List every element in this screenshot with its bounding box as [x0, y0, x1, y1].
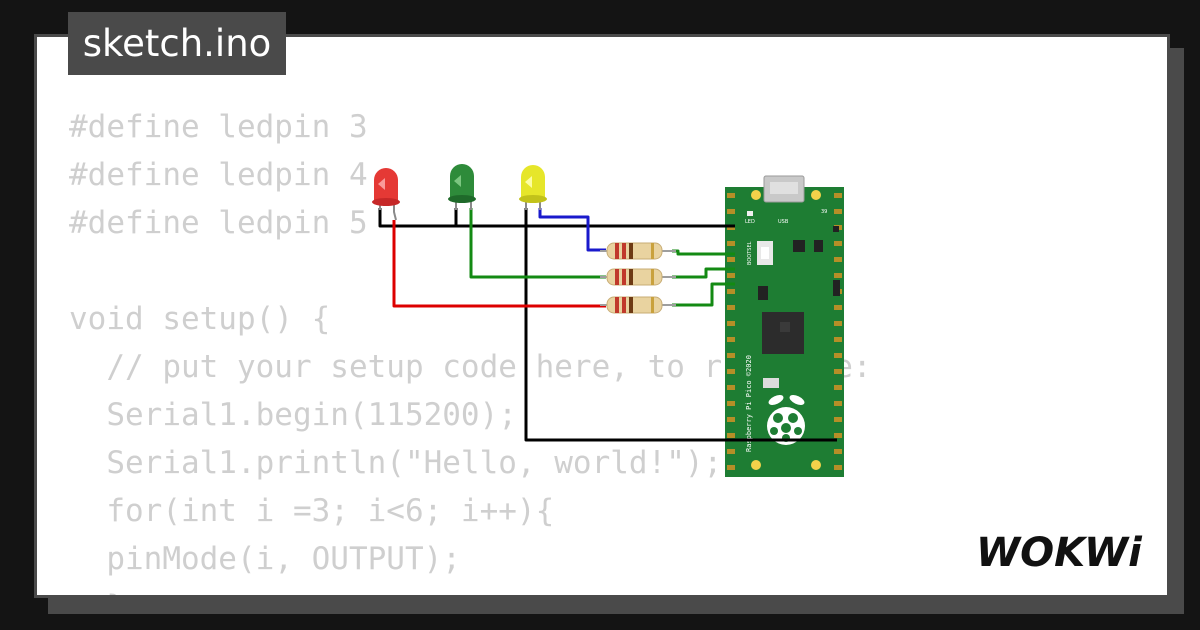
resistors [600, 242, 676, 314]
resistor-3[interactable] [600, 296, 676, 314]
chip-flash [763, 378, 779, 388]
wire-red-led-ground[interactable] [378, 208, 735, 228]
wire-resistor-3-pin[interactable] [672, 282, 735, 307]
chip-small-3 [833, 226, 839, 232]
code-line: Serial1.println("Hello, world!"); [69, 445, 723, 481]
usb-port [770, 182, 798, 194]
wire-resistor-2-pin[interactable] [672, 267, 735, 279]
chip-small-4 [758, 286, 768, 300]
chip-small-5 [833, 280, 840, 296]
code-line: } [69, 583, 872, 595]
resistor-1[interactable] [600, 242, 676, 260]
wire-yellow-anode[interactable] [538, 208, 606, 252]
code-line: void setup() { [69, 301, 331, 337]
wokwi-logo[interactable]: WOKWi [976, 528, 1152, 576]
led-label: LED [745, 219, 755, 225]
resistor-2[interactable] [600, 268, 676, 286]
board-side-text: Raspberry Pi Pico ©2020 [745, 355, 753, 452]
raspberry-logo-icon [767, 395, 805, 445]
preview-card: #define ledpin 3 #define ledpin 4 #define … [34, 34, 1170, 598]
led-red[interactable] [372, 168, 400, 221]
wokwi-logo-text: WOKWi [976, 530, 1143, 576]
code-line: for(int i =3; i<6; i++){ [69, 493, 555, 529]
file-tab[interactable]: sketch.ino [68, 12, 286, 75]
chip-small-1 [793, 240, 805, 252]
usb-label: USB [778, 219, 789, 225]
pico-board[interactable]: LED USB 39 BOOTSEL Raspberry Pi Pico ©20… [725, 175, 844, 477]
code-line: #define ledpin 3 [69, 109, 368, 145]
code-line: #define ledpin 5 [69, 205, 368, 241]
wire-red-anode[interactable] [392, 220, 606, 308]
chip-small-2 [814, 240, 823, 252]
led-green[interactable] [448, 164, 476, 210]
wire-green-anode[interactable] [469, 208, 606, 279]
led-yellow[interactable] [519, 165, 547, 210]
bootsel-label: BOOTSEL [747, 241, 753, 265]
pin-39-label: 39 [821, 209, 827, 215]
code-line: #define ledpin 4 [69, 157, 368, 193]
wires [378, 208, 837, 442]
code-line: Serial1.begin(115200); [69, 397, 517, 433]
file-tab-label: sketch.ino [82, 22, 272, 65]
wire-yellow-led-ground[interactable] [524, 208, 837, 442]
code-line: pinMode(i, OUTPUT); [69, 541, 461, 577]
rp2040-chip [762, 312, 804, 354]
rp2040-logo [780, 322, 790, 332]
bootsel-button-cap [761, 247, 769, 259]
onboard-led [747, 211, 753, 216]
